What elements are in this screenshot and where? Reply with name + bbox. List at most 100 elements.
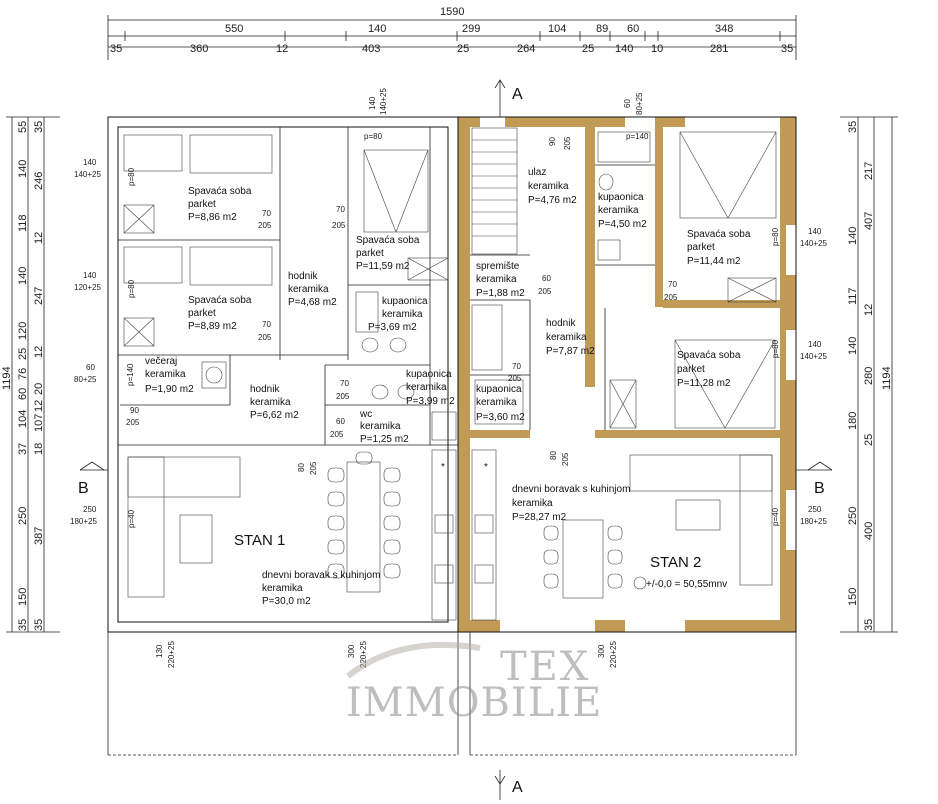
dim-right-r2-6: 250 xyxy=(847,507,859,525)
dim-right-4: 280 xyxy=(863,367,875,385)
svg-text:205: 205 xyxy=(538,287,552,296)
svg-text:IMMOBILIE: IMMOBILIE xyxy=(346,680,602,726)
svg-text:205: 205 xyxy=(332,221,346,230)
dim-top-r2-10: 281 xyxy=(710,43,728,55)
svg-text:parket: parket xyxy=(188,308,216,319)
svg-text:keramika: keramika xyxy=(382,309,423,320)
apartment-label-stan2: STAN 2 xyxy=(650,554,701,571)
svg-text:P=1,88 m2: P=1,88 m2 xyxy=(476,288,525,299)
svg-text:p=80: p=80 xyxy=(127,279,136,298)
svg-text:hodnik: hodnik xyxy=(546,318,576,329)
room-labels: Spavaća soba parket P=8,86 m2 Spavaća so… xyxy=(145,167,751,607)
dim-top-2: 140 xyxy=(368,23,386,35)
dim-top-r2-3: 12 xyxy=(276,43,288,55)
dim-top-6: 60 xyxy=(627,23,639,35)
svg-text:keramika: keramika xyxy=(250,397,291,408)
dim-top-r2-5: 25 xyxy=(457,43,469,55)
dim-top-r2-7: 25 xyxy=(582,43,594,55)
svg-text:90: 90 xyxy=(548,137,557,146)
dim-right-r2-2: 140 xyxy=(847,227,859,245)
svg-text:keramika: keramika xyxy=(598,205,639,216)
dim-left-8: 60 xyxy=(17,388,29,400)
terrace-outline xyxy=(107,632,797,756)
svg-text:p=80: p=80 xyxy=(364,132,383,141)
svg-text:p=80: p=80 xyxy=(771,227,780,246)
dim-top-r2-9: 10 xyxy=(651,43,663,55)
window-10-height: 220+25 xyxy=(167,641,176,668)
window-9-height: 80+25 xyxy=(635,92,644,115)
svg-text:205: 205 xyxy=(309,461,318,475)
svg-text:P=3,99 m2: P=3,99 m2 xyxy=(406,396,455,407)
svg-text:P=8,89 m2: P=8,89 m2 xyxy=(188,321,237,332)
top-dimensions: 1590 550 140 299 104 89 60 348 35 360 12… xyxy=(107,6,797,60)
svg-text:60: 60 xyxy=(336,417,345,426)
dim-right-7: 35 xyxy=(863,619,875,631)
svg-text:večeraj: večeraj xyxy=(145,356,177,367)
svg-text:TEX: TEX xyxy=(500,644,590,690)
svg-text:keramika: keramika xyxy=(476,397,517,408)
door-annotations: 70 205 70 205 70 205 70 205 90 205 60 20… xyxy=(126,132,780,528)
svg-text:parket: parket xyxy=(356,248,384,259)
svg-text:p=140: p=140 xyxy=(626,132,649,141)
section-markers: A A B B xyxy=(78,79,833,800)
svg-text:70: 70 xyxy=(668,280,677,289)
dim-total-width: 1590 xyxy=(440,6,464,18)
svg-text:keramika: keramika xyxy=(406,382,447,393)
svg-text:kupaonica: kupaonica xyxy=(406,369,452,380)
window-10-width: 130 xyxy=(155,644,164,658)
svg-text:P=8,86 m2: P=8,86 m2 xyxy=(188,212,237,223)
svg-text:keramika: keramika xyxy=(145,369,186,380)
dim-right-r2-5: 180 xyxy=(847,412,859,430)
svg-text:P=3,69 m2: P=3,69 m2 xyxy=(368,322,417,333)
svg-text:P=11,59 m2: P=11,59 m2 xyxy=(356,261,410,272)
svg-text:205: 205 xyxy=(330,430,344,439)
room-bedroom-2: Spavaća soba parket P=8,89 m2 xyxy=(188,295,252,332)
dim-top-3: 299 xyxy=(462,23,480,35)
window-11-width: 300 xyxy=(347,644,356,658)
svg-text:70: 70 xyxy=(340,379,349,388)
svg-text:hodnik: hodnik xyxy=(288,271,318,282)
svg-text:205: 205 xyxy=(258,221,272,230)
svg-text:p=140: p=140 xyxy=(126,363,135,386)
dim-top-r2-2: 360 xyxy=(190,43,208,55)
dim-left-r2-8: 107 xyxy=(33,414,45,432)
svg-text:ulaz: ulaz xyxy=(528,167,546,178)
window-9-width: 60 xyxy=(623,99,632,108)
svg-text:P=6,62 m2: P=6,62 m2 xyxy=(250,410,299,421)
dim-left-2: 140 xyxy=(17,160,29,178)
dim-left-r2-2: 246 xyxy=(33,172,45,190)
window-12-width: 300 xyxy=(597,644,606,658)
dim-top-7: 348 xyxy=(715,23,733,35)
svg-text:keramika: keramika xyxy=(476,274,517,285)
svg-text:Spavaća soba: Spavaća soba xyxy=(356,235,420,246)
window-1-height: 140+25 xyxy=(74,170,101,179)
dim-left-13: 35 xyxy=(17,619,29,631)
svg-text:wc: wc xyxy=(359,409,372,420)
svg-text:dnevni boravak s kuhinjom: dnevni boravak s kuhinjom xyxy=(262,570,380,581)
furniture xyxy=(123,127,777,621)
svg-text:P=28,27 m2: P=28,27 m2 xyxy=(512,512,567,523)
room-wc: wc keramika P=1,25 m2 xyxy=(359,409,409,445)
dim-left-10: 37 xyxy=(17,443,29,455)
dim-left-12: 150 xyxy=(17,588,29,606)
svg-text:Spavaća soba: Spavaća soba xyxy=(687,229,751,240)
svg-text:dnevni boravak s kuhinjom: dnevni boravak s kuhinjom xyxy=(512,484,630,495)
dim-right-1: 217 xyxy=(863,162,875,180)
dim-right-r2-3: 117 xyxy=(847,287,859,305)
svg-text:205: 205 xyxy=(126,418,140,427)
window-8-width: 140 xyxy=(368,96,377,110)
dim-left-1: 55 xyxy=(17,121,29,133)
watermark-logo: TEX IMMOBILIE xyxy=(346,641,602,726)
room-hallway-3: hodnik keramika P=7,87 m2 xyxy=(546,318,595,357)
svg-text:205: 205 xyxy=(258,333,272,342)
dim-right-2: 407 xyxy=(863,212,875,230)
room-bedroom-3: Spavaća soba parket P=11,59 m2 xyxy=(356,235,420,272)
svg-text:P=11,28 m2: P=11,28 m2 xyxy=(677,378,731,389)
section-b-right: B xyxy=(814,480,825,497)
window-6-height: 140+25 xyxy=(800,352,827,361)
dim-left-7: 76 xyxy=(17,368,29,380)
dim-left-r2-1: 35 xyxy=(33,121,45,133)
room-laundry: večeraj keramika P=1,90 m2 xyxy=(145,356,194,395)
building-walls xyxy=(107,116,797,633)
svg-text:70: 70 xyxy=(336,205,345,214)
